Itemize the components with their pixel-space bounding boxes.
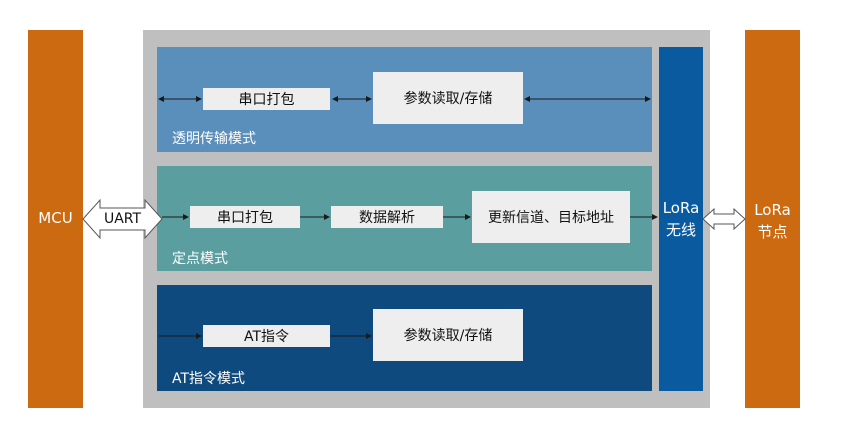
at-command-box: AT指令 [203, 325, 330, 347]
uart-double-arrow [82, 198, 163, 240]
lora-node-label-line1: LoRa [754, 201, 791, 219]
serial-pack-box-1: 串口打包 [203, 88, 330, 110]
lora-node-label-line2: 节点 [757, 223, 788, 241]
param-rw-box-2: 参数读取/存储 [373, 309, 523, 361]
lora-wireless-line1: LoRa [662, 199, 700, 217]
mcu-block [28, 30, 83, 408]
param-rw-box-1: 参数读取/存储 [373, 72, 523, 124]
update-channel-box: 更新信道、目标地址 [472, 191, 630, 243]
fixed-mode-title: 定点模式 [172, 251, 228, 267]
transparent-mode-title: 透明传输模式 [172, 131, 256, 147]
uart-label: UART [103, 211, 142, 227]
lora-wireless-block: LoRa 无线 [659, 47, 703, 391]
data-parse-box: 数据解析 [331, 206, 443, 228]
serial-pack-box-2: 串口打包 [190, 206, 300, 228]
wireless-double-arrow [702, 207, 746, 231]
mcu-label: MCU [38, 209, 73, 227]
at-mode-title: AT指令模式 [172, 371, 246, 387]
lora-wireless-line2: 无线 [665, 221, 696, 239]
lora-node-block [745, 30, 800, 408]
